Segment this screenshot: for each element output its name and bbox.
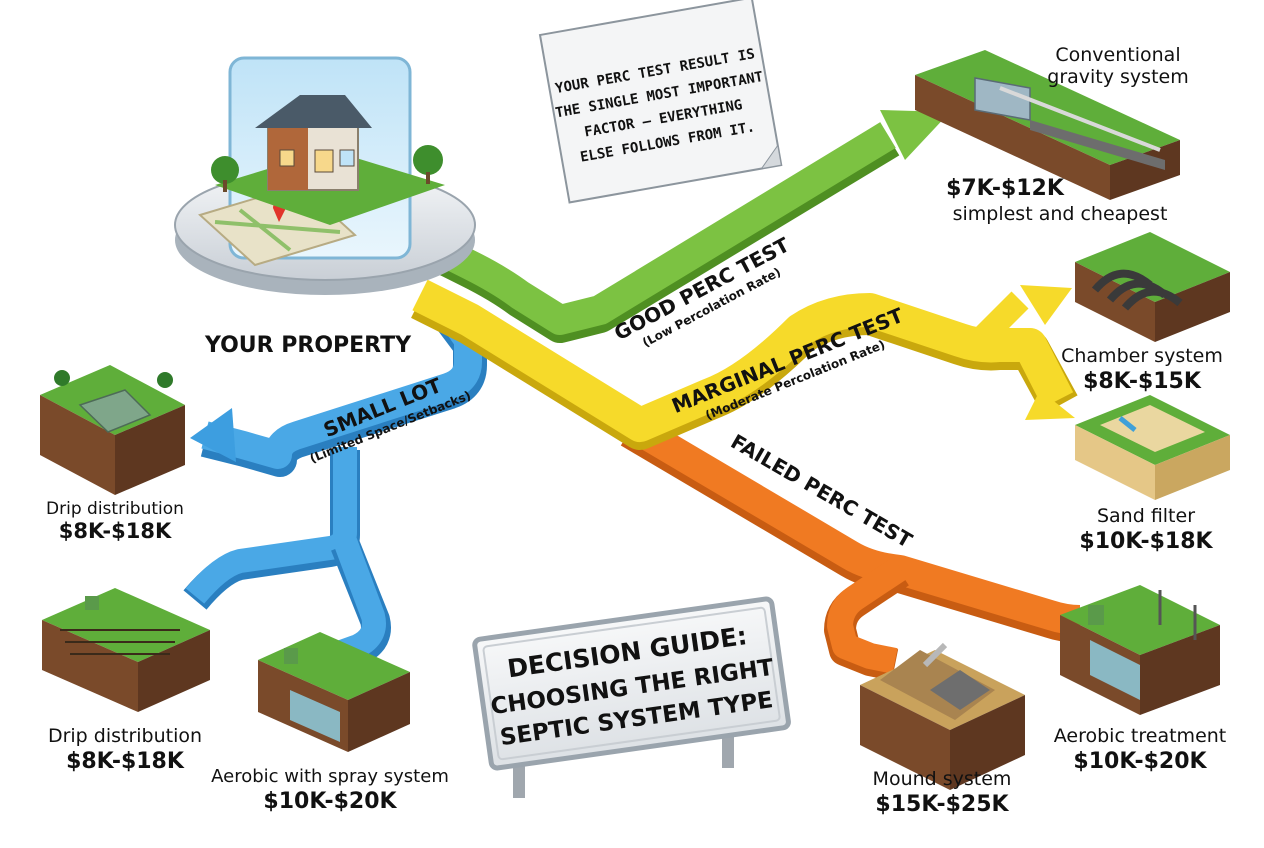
marginal-arrowhead-up [1020, 285, 1072, 325]
aerobic-treatment-illustration [1060, 585, 1220, 715]
marginal-arrowhead-down [1025, 390, 1075, 420]
sand-filter-cost: $10K-$18K [1079, 529, 1213, 554]
drip-top-illustration [40, 365, 185, 495]
chamber-cost: $8K-$15K [1083, 369, 1202, 394]
conventional-system-illustration [915, 50, 1180, 200]
aerobic-spray-cost: $10K-$20K [263, 789, 397, 814]
chamber-system-illustration [1075, 232, 1230, 342]
conventional-name-line-1: Conventional [1055, 44, 1180, 66]
property-label: YOUR PROPERTY [204, 333, 412, 358]
small-lot-path [183, 291, 487, 675]
conventional-name-line-2: gravity system [1047, 66, 1188, 88]
drip-bottom-illustration [42, 588, 210, 712]
conventional-note: simplest and cheapest [953, 203, 1168, 225]
drip-bottom-cost: $8K-$18K [66, 749, 185, 774]
aerobic-treatment-cost: $10K-$20K [1073, 749, 1207, 774]
mound-name: Mound system [873, 768, 1012, 790]
callout-note: YOUR PERC TEST RESULT IS THE SINGLE MOST… [538, 0, 783, 204]
chamber-name: Chamber system [1061, 345, 1223, 367]
good-path [431, 110, 950, 343]
mound-cost: $15K-$25K [875, 792, 1009, 817]
drip-top-name: Drip distribution [46, 499, 184, 519]
mound-system-illustration [860, 642, 1025, 790]
small-lot-arrowhead [190, 408, 236, 462]
drip-top-cost: $8K-$18K [59, 519, 172, 543]
decision-guide-sign: DECISION GUIDE: CHOOSING THE RIGHT SEPTI… [472, 596, 791, 798]
aerobic-spray-name: Aerobic with spray system [211, 766, 449, 787]
marginal-path [411, 279, 1078, 450]
sand-filter-name: Sand filter [1097, 505, 1195, 527]
property-illustration [174, 56, 476, 295]
sand-filter-illustration [1075, 395, 1230, 500]
aerobic-spray-illustration [258, 632, 410, 752]
drip-bottom-name: Drip distribution [48, 725, 202, 747]
good-arrowhead [880, 110, 950, 160]
aerobic-treatment-name: Aerobic treatment [1054, 725, 1227, 747]
conventional-cost: $7K-$12K [946, 176, 1065, 201]
